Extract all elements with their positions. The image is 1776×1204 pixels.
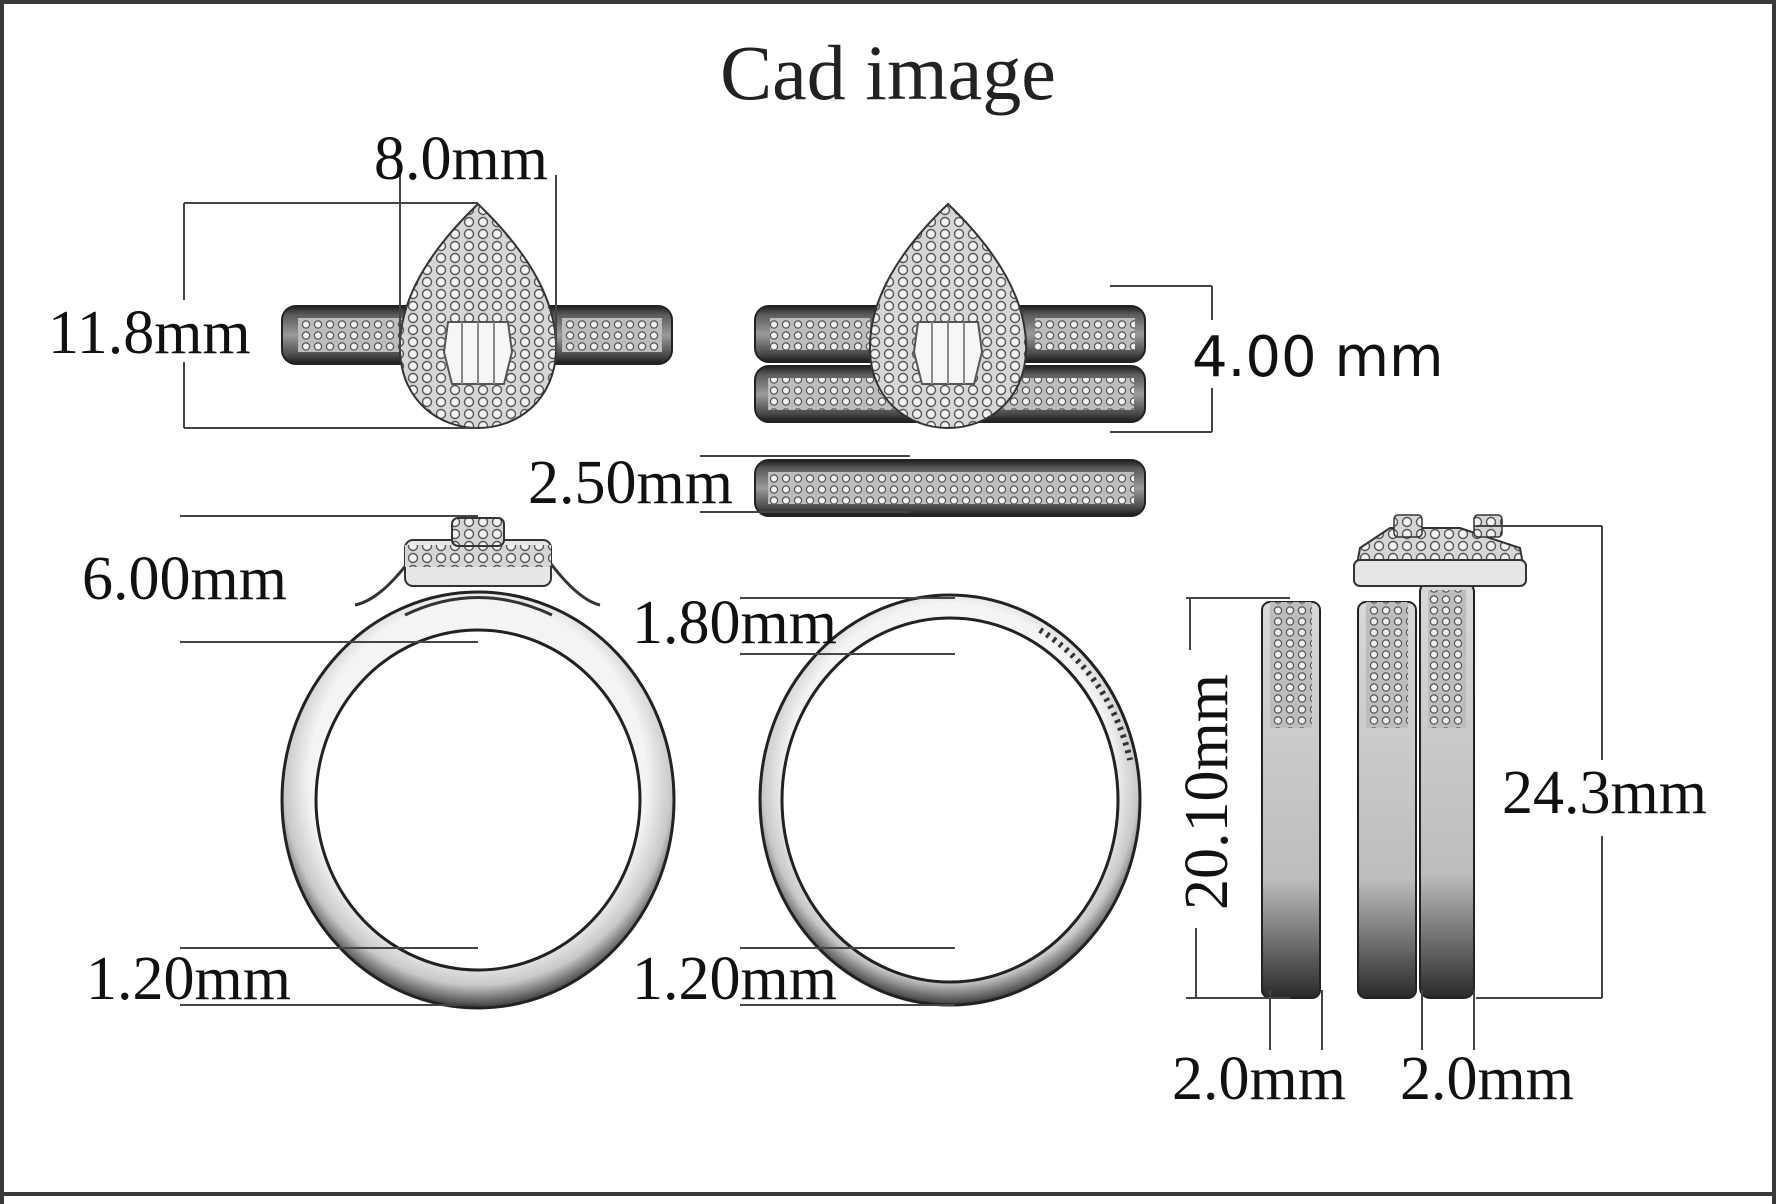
bottom-rule	[0, 1192, 1776, 1196]
dimension-lines-top-left	[183, 175, 557, 429]
shank-top-label: 1.80mm	[632, 589, 837, 657]
band-width-label: 2.50mm	[528, 449, 733, 517]
dimension-lines-bottom-middle	[740, 597, 955, 1006]
side-width-right-label: 2.0mm	[1400, 1045, 1574, 1113]
dimension-lines-bottom-right	[1186, 525, 1603, 1050]
height-top-label: 11.8mm	[48, 299, 251, 367]
bridal-set-top-view	[754, 202, 1146, 517]
side-width-left-label: 2.0mm	[1172, 1045, 1346, 1113]
band-set-height-label: 4.00 mm	[1192, 325, 1444, 390]
wedding-band-side-view	[758, 593, 1142, 1007]
dimension-lines-bottom-left	[180, 515, 478, 1006]
engagement-ring-side-view	[280, 517, 676, 1010]
bridal-set-profile-view	[1353, 514, 1527, 999]
width-top-label: 8.0mm	[374, 125, 548, 193]
dimension-lines-top-right	[700, 285, 1213, 513]
side-height-label: 20.10mm	[1173, 674, 1241, 910]
engagement-ring-top-view	[281, 202, 673, 430]
total-height-label: 24.3mm	[1502, 759, 1707, 827]
shank-bottom-left-label: 1.20mm	[86, 945, 291, 1013]
setting-height-label: 6.00mm	[82, 545, 287, 613]
shank-bottom-right-label: 1.20mm	[632, 945, 837, 1013]
diagram-title: Cad image	[720, 29, 1056, 116]
band-profile-view	[1261, 601, 1321, 999]
